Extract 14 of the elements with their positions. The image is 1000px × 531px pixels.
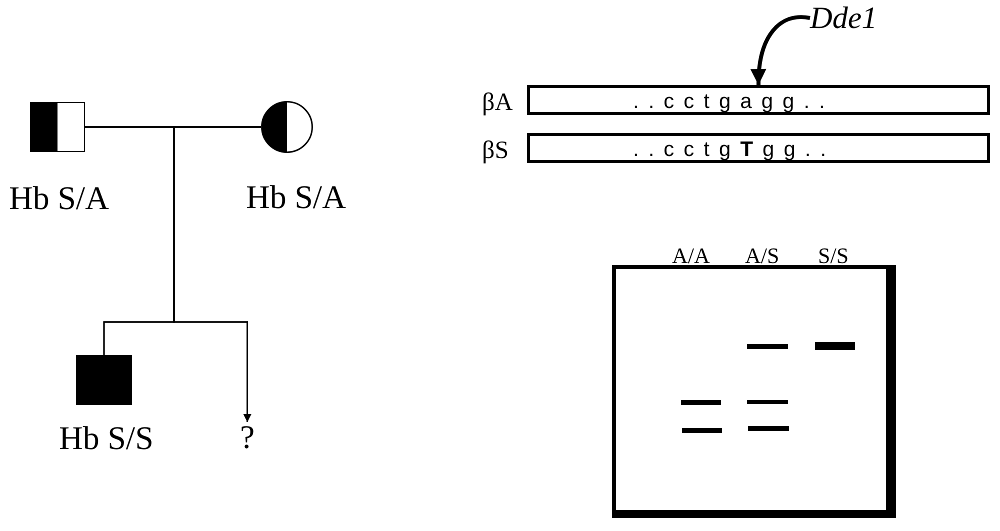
genotype-label: Hb S/S bbox=[59, 423, 154, 456]
allele-label: βA bbox=[482, 90, 513, 115]
lane-label: S/S bbox=[818, 245, 849, 267]
curved-arrow bbox=[750, 15, 810, 86]
allele-label: βS bbox=[482, 138, 509, 163]
question-mark: ? bbox=[240, 422, 255, 454]
genotype-label: Hb S/A bbox=[246, 182, 346, 215]
genotype-label: Hb S/A bbox=[9, 183, 109, 216]
lane-label: A/S bbox=[745, 245, 780, 267]
lane-label: A/A bbox=[672, 245, 710, 267]
sequence-text: ..cctgagg.. bbox=[633, 91, 834, 112]
half-filled-circle bbox=[261, 101, 313, 153]
arrow bbox=[173, 126, 261, 422]
enzyme-label: Dde1 bbox=[810, 2, 878, 34]
